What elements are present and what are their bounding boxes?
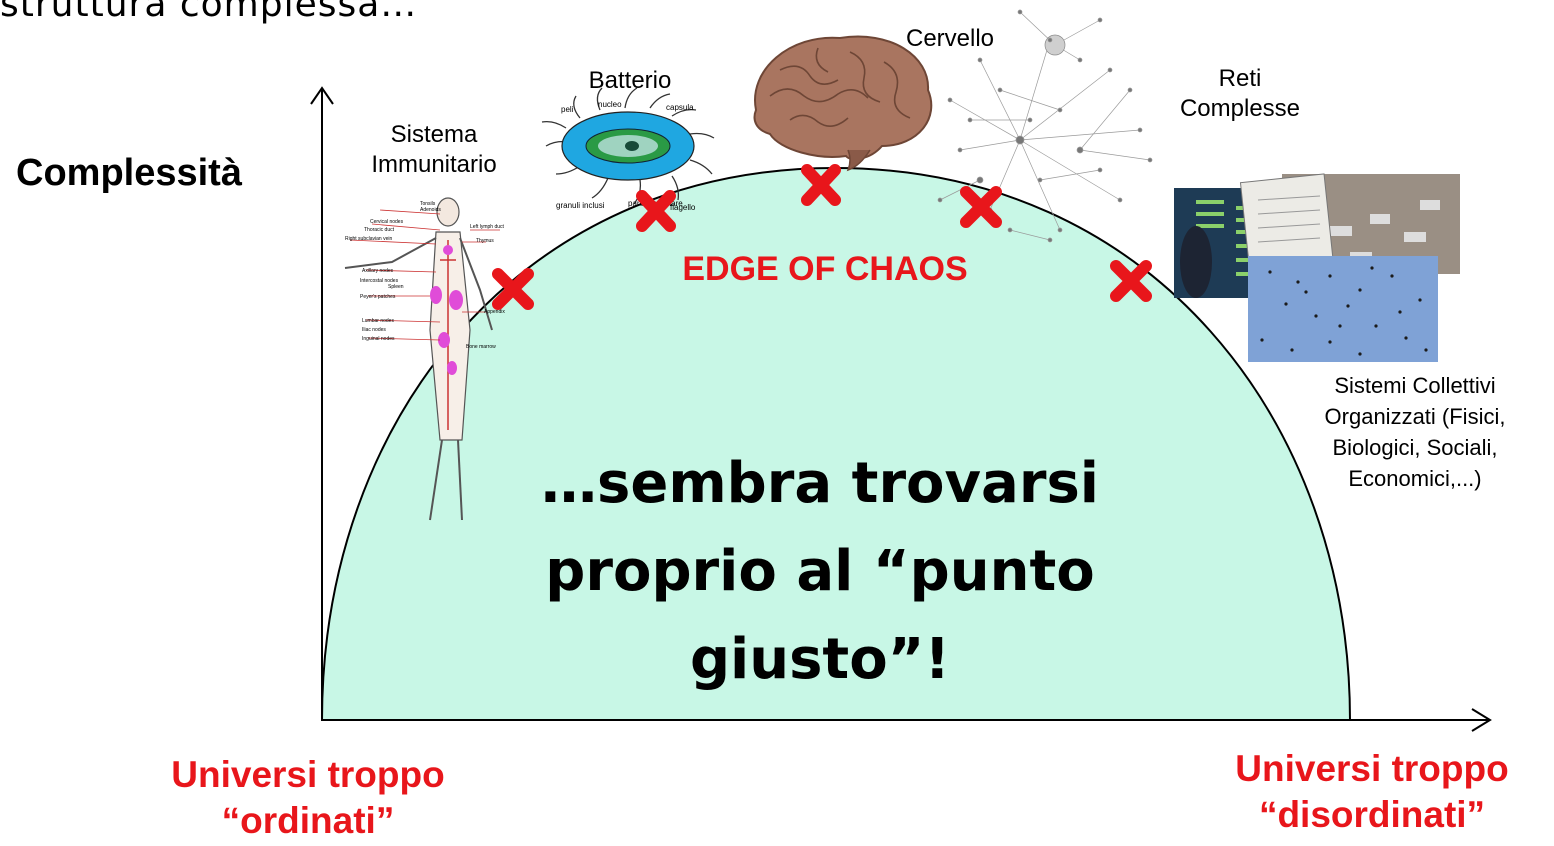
immune-part-label: Left lymph duct	[470, 224, 505, 230]
edge-marker-x	[801, 164, 841, 206]
edge-marker-x	[960, 186, 1002, 228]
bacterium-image: peli nucleo capsula granuli inclusi pare…	[541, 87, 715, 212]
main-message: …sembra trovarsi proprio al “punto giust…	[450, 440, 1190, 704]
immune-system-image: Tonsils Adenoids Cervical nodes Thoracic…	[344, 197, 505, 521]
collective-label-line: Organizzati (Fisici,	[1324, 404, 1506, 429]
collective-systems-label: Sistemi Collettivi Organizzati (Fisici, …	[1284, 370, 1546, 494]
bacterium-label: Batterio	[588, 67, 672, 94]
collective-systems-image	[1174, 173, 1460, 362]
immune-part-label: Thoracic duct	[364, 227, 395, 233]
bacterium-part-label: granuli inclusi	[556, 201, 605, 210]
immune-part-label: Adenoids	[420, 207, 441, 213]
edge-marker-x	[1110, 260, 1152, 302]
immune-label-line: Sistema	[390, 121, 478, 148]
top-text-fragment: struttura complessa…	[0, 0, 418, 25]
y-axis-label: Complessità	[16, 152, 242, 194]
immune-label-line: Immunitario	[371, 151, 497, 178]
immune-part-label: Axillary nodes	[362, 268, 394, 274]
bacterium-part-label: flagello	[670, 203, 696, 212]
immune-part-label: Inguinal nodes	[362, 336, 395, 342]
networks-label: Reti Complesse	[1150, 64, 1330, 124]
immune-system-label: Sistema Immunitario	[344, 120, 524, 180]
edge-marker-x	[636, 190, 676, 232]
x-axis	[322, 708, 1492, 732]
immune-part-label: Lumbar nodes	[362, 318, 394, 324]
ordered-universes-label: Universi troppo “ordinati”	[118, 752, 498, 844]
bacterium-part-label: peli	[561, 105, 574, 114]
immune-part-label: Right subclavian vein	[345, 236, 392, 242]
bacterium-part-label: capsula	[666, 103, 694, 112]
brain-label: Cervello	[905, 25, 995, 52]
main-message-line: proprio al “punto	[545, 539, 1095, 604]
collective-label-line: Biologici, Sociali,	[1332, 435, 1498, 460]
immune-part-label: Bone marrow	[466, 344, 496, 350]
immune-part-label: Intercostal nodes	[360, 278, 399, 284]
immune-part-label: Tonsils	[420, 201, 436, 207]
immune-part-label: Appendix	[484, 309, 505, 315]
immune-part-label: Iliac nodes	[362, 327, 386, 333]
main-message-line: …sembra trovarsi	[541, 451, 1099, 516]
collective-label-line: Sistemi Collettivi	[1334, 373, 1496, 398]
main-message-line: giusto”!	[689, 627, 951, 692]
edge-markers	[492, 164, 1152, 310]
ordered-label-line: “ordinati”	[221, 800, 395, 841]
disordered-label-line: Universi troppo	[1235, 748, 1509, 789]
edge-marker-x	[492, 268, 534, 310]
collective-label-line: Economici,...)	[1348, 466, 1482, 491]
immune-part-label: Spleen	[388, 284, 404, 290]
brain-image	[753, 35, 933, 172]
immune-part-label: Peyer's patches	[360, 294, 396, 300]
disordered-label-line: “disordinati”	[1258, 794, 1486, 835]
disordered-universes-label: Universi troppo “disordinati”	[1190, 746, 1554, 838]
ordered-label-line: Universi troppo	[171, 754, 445, 795]
immune-part-label: Cervical nodes	[370, 219, 404, 225]
immune-part-label: Thymus	[476, 238, 494, 244]
networks-label-line: Reti	[1218, 65, 1262, 92]
networks-label-line: Complesse	[1179, 95, 1301, 122]
complex-network-image	[937, 9, 1153, 243]
bacterium-part-label: nucleo	[598, 100, 622, 109]
y-axis	[310, 86, 334, 720]
edge-of-chaos-label: EDGE OF CHAOS	[682, 250, 968, 288]
